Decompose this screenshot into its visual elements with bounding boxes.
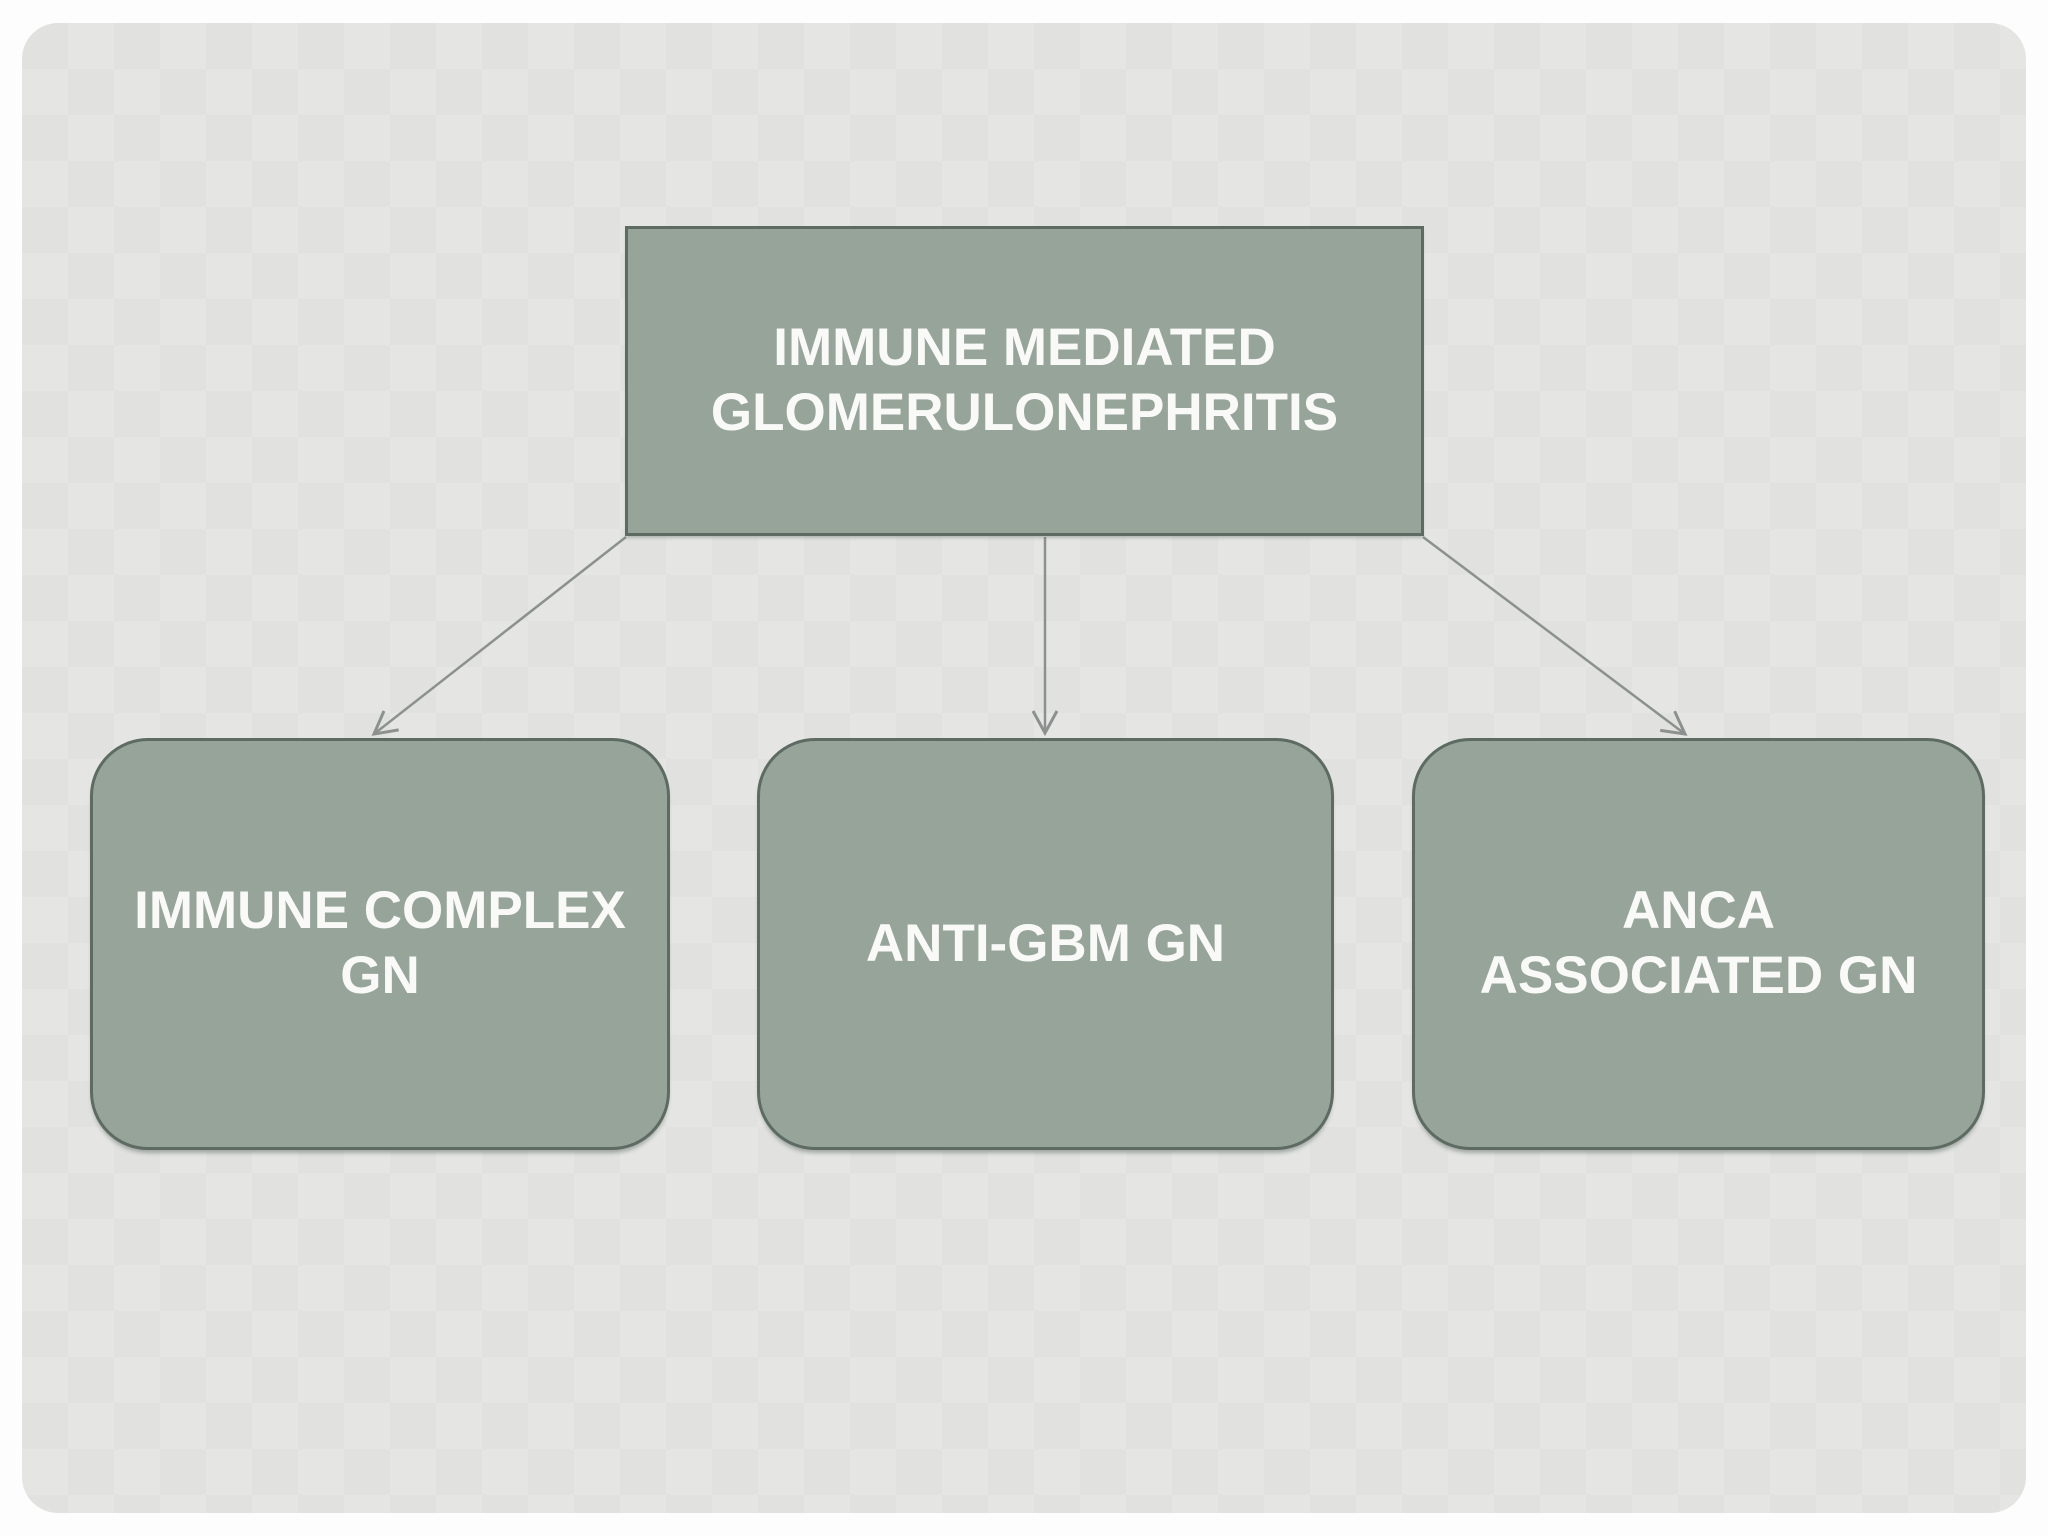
anca-associated-gn-node: ANCA ASSOCIATED GN bbox=[1412, 738, 1985, 1150]
slide-canvas: IMMUNE MEDIATED GLOMERULONEPHRITIS IMMUN… bbox=[22, 23, 2026, 1513]
root-node: IMMUNE MEDIATED GLOMERULONEPHRITIS bbox=[625, 226, 1424, 536]
immune-complex-gn-node: IMMUNE COMPLEX GN bbox=[90, 738, 670, 1150]
immune-complex-gn-label: IMMUNE COMPLEX GN bbox=[134, 881, 626, 1005]
root-node-label: IMMUNE MEDIATED GLOMERULONEPHRITIS bbox=[710, 318, 1339, 442]
arrow-root-to-immune-complex bbox=[371, 536, 627, 736]
anca-associated-gn-label: ANCA ASSOCIATED GN bbox=[1479, 881, 1918, 1005]
anti-gbm-gn-label: ANTI-GBM GN bbox=[865, 913, 1226, 973]
anti-gbm-gn-node: ANTI-GBM GN bbox=[757, 738, 1334, 1150]
arrow-root-to-anca bbox=[1422, 536, 1688, 736]
